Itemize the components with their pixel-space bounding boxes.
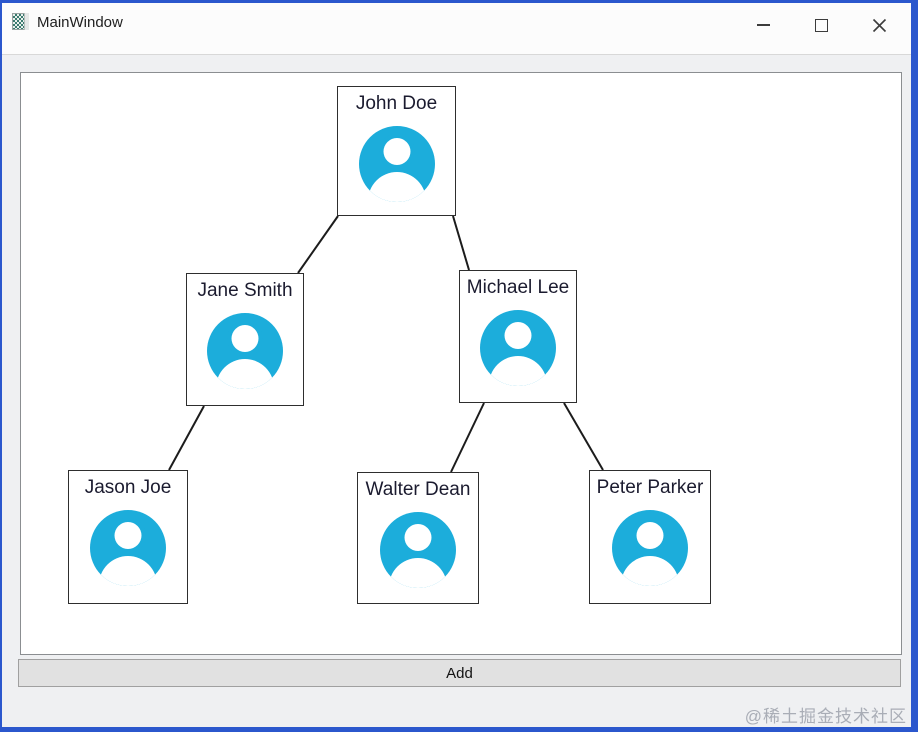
person-avatar-icon	[207, 313, 283, 389]
tree-canvas[interactable]: John Doe Jane Smith Michael Lee Jason Jo…	[20, 72, 902, 655]
person-avatar-icon	[90, 510, 166, 586]
avatar-body-shape	[621, 556, 679, 586]
person-name: Jane Smith	[197, 280, 293, 301]
person-node[interactable]: Jane Smith	[186, 273, 304, 406]
person-avatar-icon	[612, 510, 688, 586]
avatar-body-shape	[216, 359, 274, 389]
avatar-body-shape	[99, 556, 157, 586]
window-border-top	[0, 0, 918, 3]
window-title: MainWindow	[37, 14, 123, 31]
window-border-left	[0, 0, 2, 732]
maximize-icon	[814, 18, 828, 32]
close-button[interactable]	[850, 3, 908, 47]
minimize-button[interactable]	[734, 3, 792, 47]
add-button-label: Add	[446, 664, 473, 682]
watermark-text: @稀土掘金技术社区	[744, 707, 907, 726]
person-avatar-icon	[480, 310, 556, 386]
avatar-head-shape	[114, 522, 142, 549]
person-name: Peter Parker	[596, 477, 704, 498]
close-icon	[872, 18, 886, 32]
window-border-bottom	[0, 727, 918, 732]
avatar-head-shape	[504, 322, 532, 349]
avatar-head-shape	[636, 522, 664, 549]
person-name: Walter Dean	[365, 479, 471, 500]
person-name: Jason Joe	[84, 477, 172, 498]
title-bar[interactable]: MainWindow	[0, 0, 918, 55]
tree-edge-line	[452, 215, 470, 271]
person-node[interactable]: Michael Lee	[459, 270, 577, 403]
tree-edge-line	[297, 215, 339, 274]
edges-layer	[168, 215, 604, 473]
add-button[interactable]: Add	[18, 659, 901, 687]
avatar-body-shape	[489, 356, 547, 386]
person-node[interactable]: Jason Joe	[68, 470, 188, 604]
person-avatar-icon	[380, 512, 456, 588]
tree-edge-line	[563, 402, 604, 471]
person-node[interactable]: John Doe	[337, 86, 456, 216]
person-node[interactable]: Walter Dean	[357, 472, 479, 604]
avatar-body-shape	[389, 558, 447, 588]
avatar-head-shape	[383, 138, 410, 165]
minimize-icon	[756, 24, 770, 26]
person-node[interactable]: Peter Parker	[589, 470, 711, 604]
avatar-head-shape	[404, 524, 432, 551]
tree-edge-line	[168, 405, 205, 471]
person-name: John Doe	[355, 93, 438, 114]
person-avatar-icon	[358, 126, 435, 202]
app-icon	[12, 13, 29, 30]
maximize-button[interactable]	[792, 3, 850, 47]
avatar-body-shape	[367, 172, 426, 202]
avatar-head-shape	[231, 325, 259, 352]
window-border-right	[911, 0, 918, 732]
person-name: Michael Lee	[466, 277, 570, 298]
tree-edge-line	[450, 402, 485, 473]
